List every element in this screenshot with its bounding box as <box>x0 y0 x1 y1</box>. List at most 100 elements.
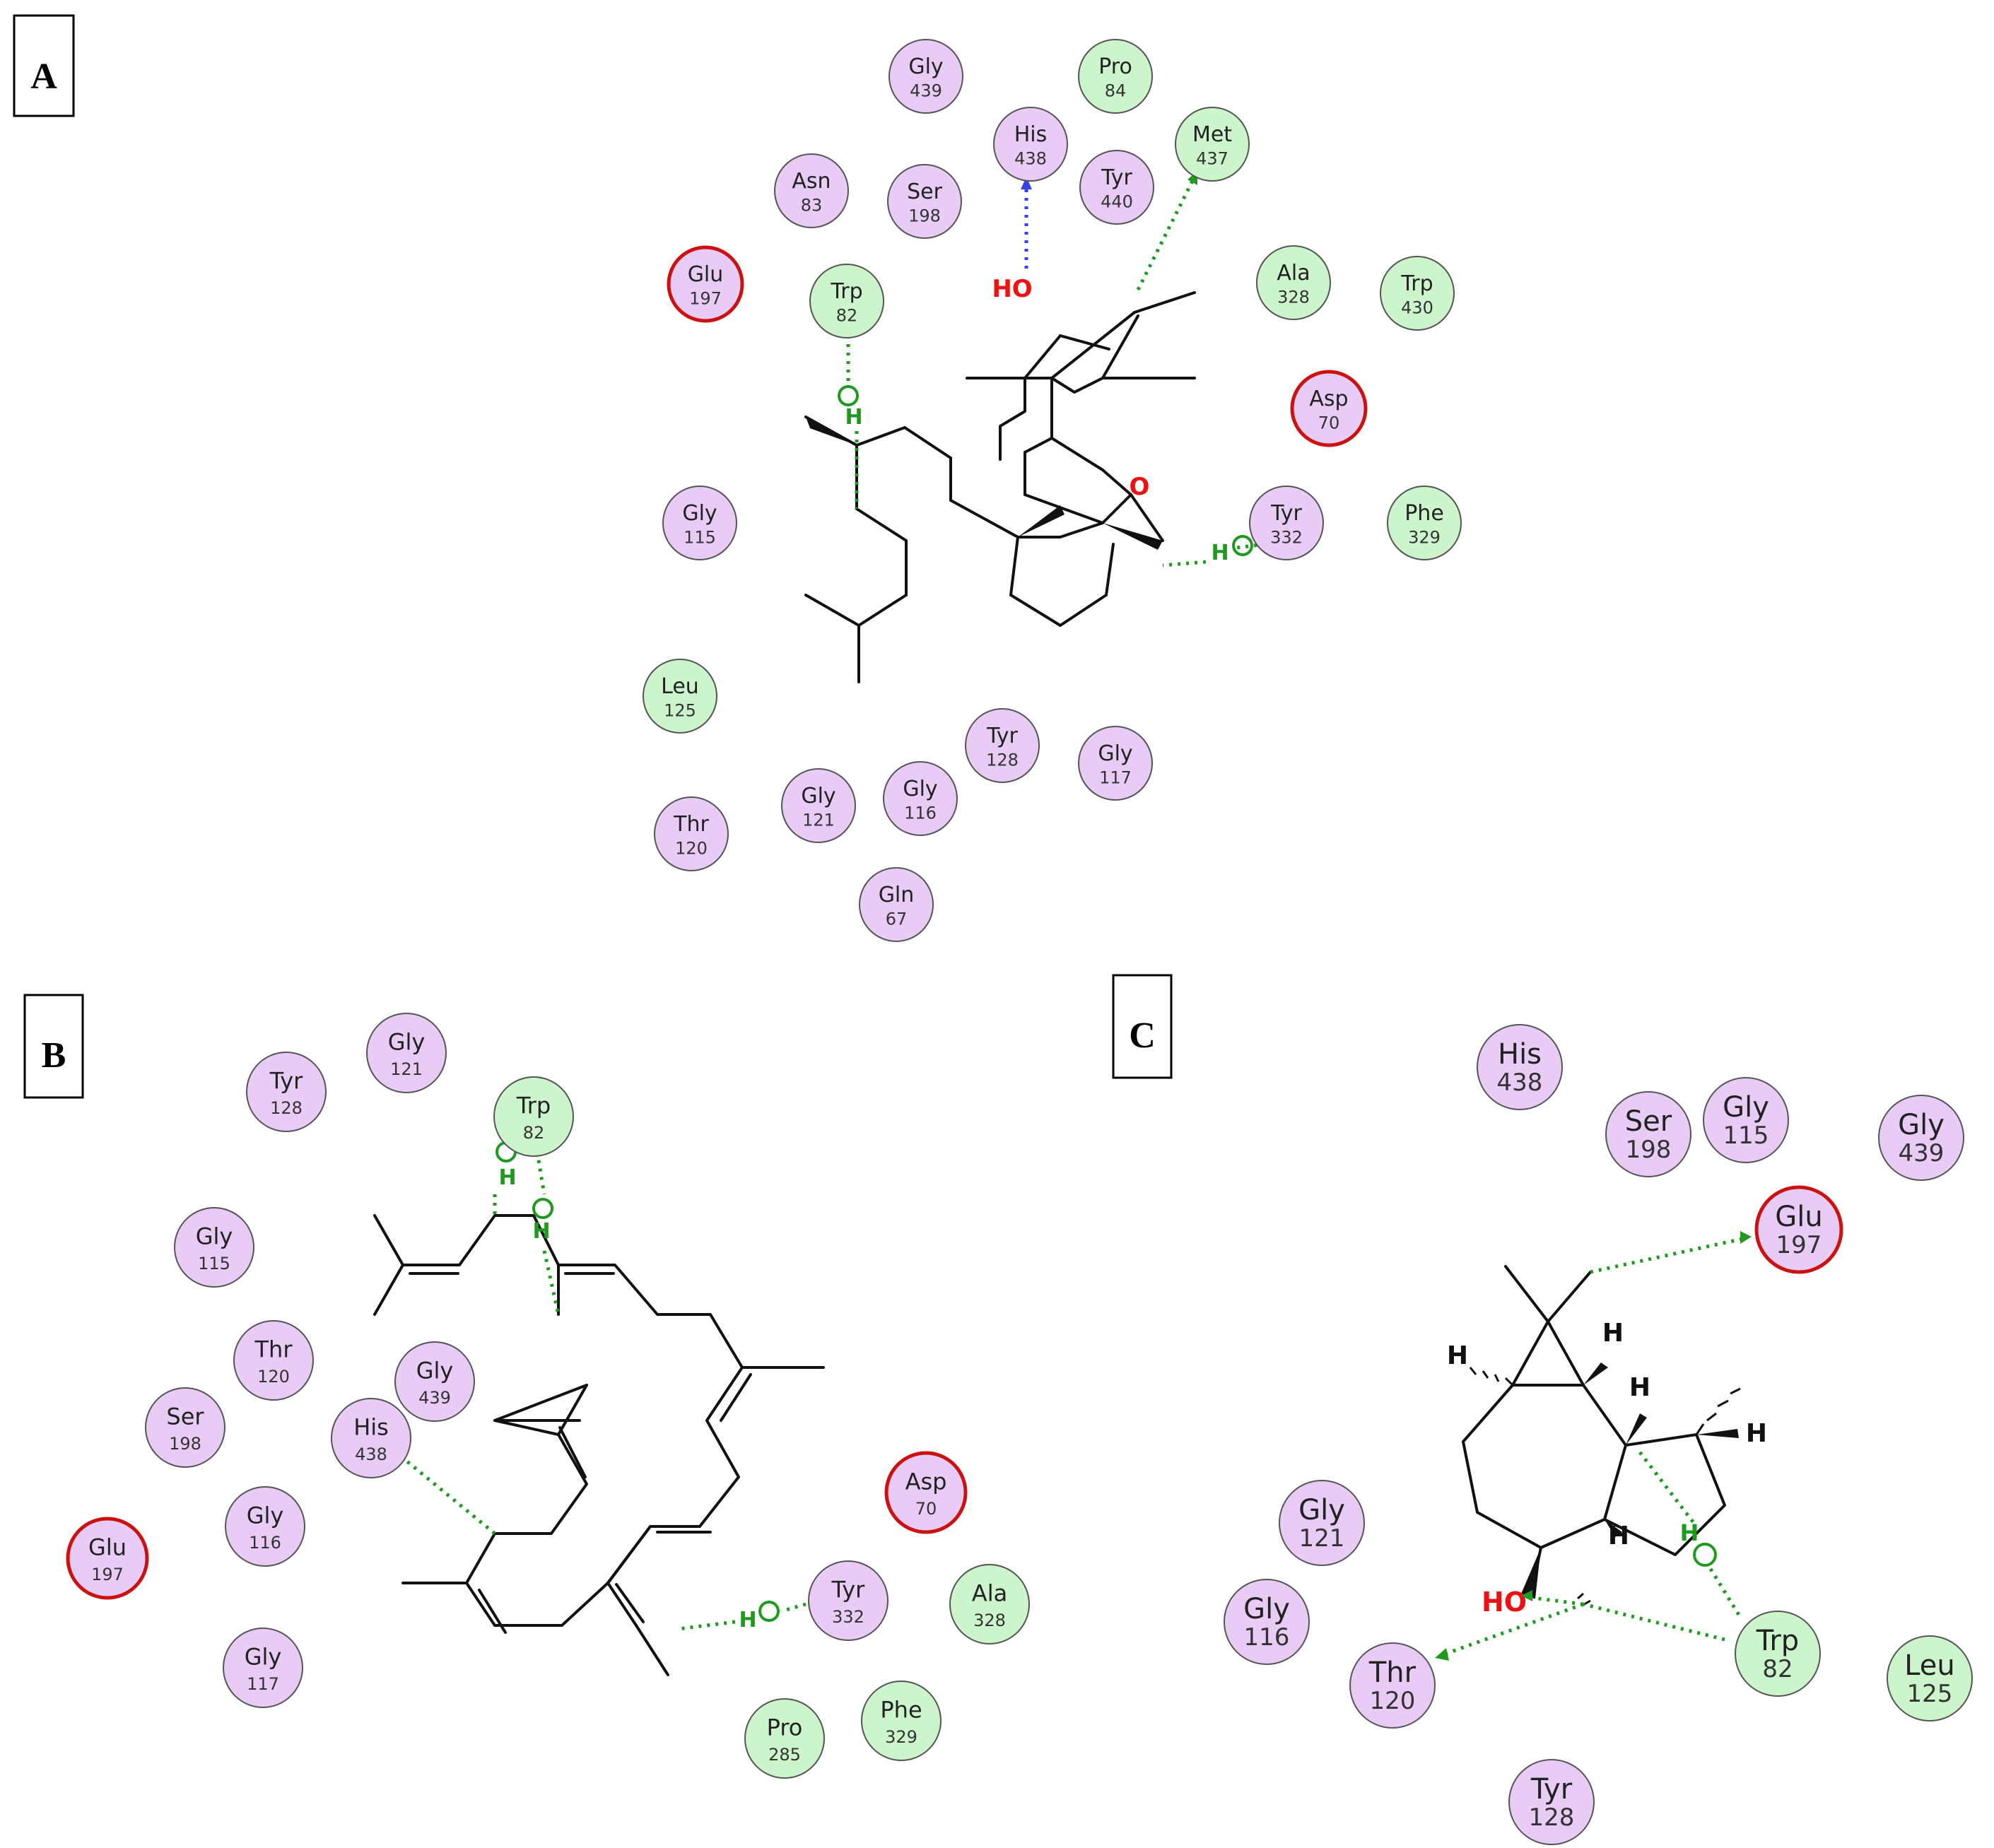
residue-circle <box>1078 39 1153 114</box>
residue-number: 328 <box>1277 288 1310 307</box>
residue-name: Glu <box>88 1534 127 1561</box>
residue-number: 115 <box>198 1254 230 1273</box>
hashed-bonds-c <box>1469 1367 1741 1607</box>
ligand-a-atom-o: O <box>1130 473 1150 501</box>
residue-name: Phe <box>1404 501 1444 526</box>
residue-circle <box>394 1341 475 1422</box>
residue-number: 121 <box>1299 1524 1345 1553</box>
residue-number: 332 <box>832 1607 864 1627</box>
residue-number: 120 <box>1370 1687 1416 1715</box>
pi-ring-b-3 <box>758 1601 780 1622</box>
ligand-c-atom-h2: H <box>1602 1319 1624 1348</box>
residue-number: 115 <box>684 528 716 548</box>
ligand-c-atom-h3: H <box>1629 1373 1650 1402</box>
residue-number: 120 <box>675 839 708 859</box>
residue-circle <box>223 1628 303 1708</box>
residue-name: Glu <box>1775 1201 1822 1233</box>
residue-number: 128 <box>1529 1803 1575 1832</box>
ligand-b-atom-h3: H <box>739 1608 756 1632</box>
residue-name: Trp <box>830 279 862 304</box>
residue-name: Tyr <box>1270 501 1302 526</box>
residue-circle <box>643 659 717 734</box>
residue-number: 128 <box>270 1098 303 1118</box>
residue-name: Asn <box>792 169 831 194</box>
residue-number: 67 <box>886 910 908 929</box>
residue-name: Leu <box>661 674 699 699</box>
residue-number: 121 <box>802 811 835 830</box>
panel-c: C H H H H H HO H <box>1112 974 1973 1845</box>
residue-number: 332 <box>1270 528 1303 548</box>
residue-circle <box>246 1052 327 1132</box>
residue-number: 120 <box>257 1367 290 1387</box>
ligand-a-atom-h1: H <box>845 405 862 430</box>
residue-circle <box>145 1387 225 1468</box>
residue-circle <box>1175 107 1250 182</box>
residue-number: 116 <box>1244 1623 1290 1652</box>
residue-number: 198 <box>908 206 941 226</box>
residue-name: His <box>353 1414 389 1441</box>
residue-name: Gly <box>1243 1593 1290 1625</box>
residue-name: Gly <box>903 777 937 801</box>
residue-circle <box>1387 485 1462 560</box>
ligand-c-structure <box>1462 1265 1739 1599</box>
panel-a-label-box <box>13 14 75 117</box>
panel-b-label: B <box>42 1035 66 1076</box>
pi-ring-c <box>1693 1543 1717 1567</box>
residue-number: 197 <box>689 289 722 309</box>
residue-name: Gly <box>245 1644 282 1671</box>
ligand-c-atom-h1: H <box>1447 1341 1468 1370</box>
residue-name: Gly <box>1098 741 1132 766</box>
pi-ring-a-1 <box>838 385 859 406</box>
residue-circle <box>884 1451 968 1534</box>
residue-ala-328: Ala 328 <box>1256 245 1331 320</box>
residue-number: 198 <box>1626 1136 1672 1164</box>
residue-circle <box>883 761 958 836</box>
panel-a-label: A <box>30 57 57 97</box>
residue-name: Gly <box>247 1502 284 1529</box>
residue-name: Ala <box>1277 261 1310 286</box>
residue-circle <box>174 1207 254 1288</box>
residue-circle <box>1754 1185 1843 1274</box>
residue-name: Gly <box>801 784 835 808</box>
ligand-a-atom-ho: HO <box>992 275 1032 303</box>
residue-circle <box>888 39 963 114</box>
hbond-b-his438 <box>394 1451 496 1535</box>
residue-name: Trp <box>1756 1625 1799 1657</box>
residue-name: Gln <box>879 883 915 907</box>
residue-circle <box>667 245 744 323</box>
residue-name: Gly <box>1898 1109 1945 1141</box>
residue-number: 438 <box>1497 1069 1543 1097</box>
ligand-a-structure <box>804 291 1196 683</box>
residue-name: Asp <box>905 1469 947 1495</box>
ligand-c-atom-ho: HO <box>1482 1587 1527 1618</box>
residue-circle <box>1256 245 1331 320</box>
residue-number: 82 <box>523 1123 545 1143</box>
residue-name: His <box>1498 1038 1542 1071</box>
residue-number: 128 <box>986 751 1019 770</box>
hbond-c-glu197 <box>1590 1236 1747 1274</box>
